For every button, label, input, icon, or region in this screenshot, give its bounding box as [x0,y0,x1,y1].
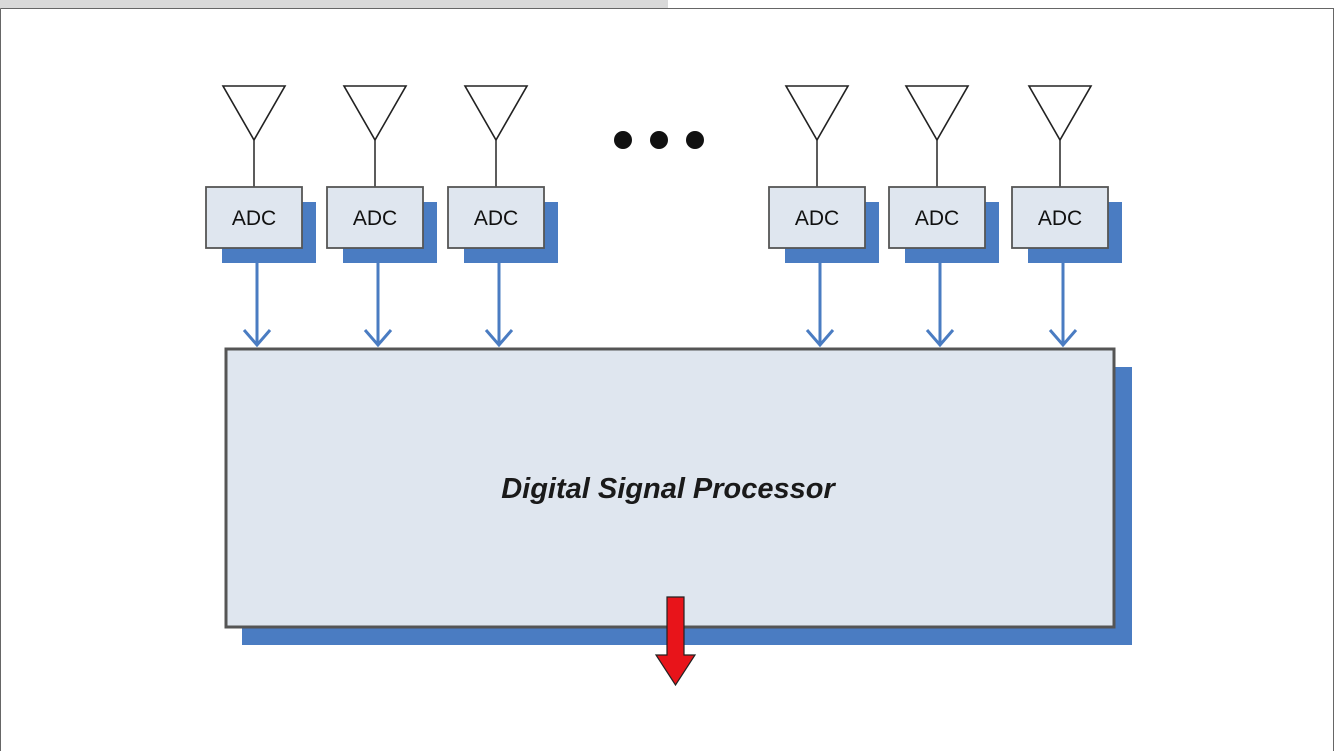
signal-arrow-head [805,329,835,348]
channel: ADC [447,85,558,348]
antenna-icon [784,85,850,142]
ellipsis-dot [650,131,668,149]
channel: ADC [768,85,879,348]
antenna-icon [463,85,529,142]
antenna-icon [904,85,970,142]
output-arrow [654,596,697,687]
adc-label: ADC [474,207,518,230]
adc-box [1011,186,1109,249]
channel: ADC [326,85,437,348]
ellipsis [614,131,704,149]
dsp-label: Digital Signal Processor [501,473,836,505]
channel: ADC [1011,85,1122,348]
top-tab [0,0,668,9]
adc-box [326,186,424,249]
adc-box [447,186,545,249]
signal-arrow-head [925,329,955,348]
signal-arrow-head [242,329,272,348]
adc-box [888,186,986,249]
signal-arrow-head [363,329,393,348]
signal-arrow-head [484,329,514,348]
channels: ADC ADC ADC ADC ADC ADC [205,85,1122,348]
dsp-block: Digital Signal Processor [224,347,1132,645]
antenna-icon [342,85,408,142]
adc-label: ADC [1038,207,1082,230]
adc-label: ADC [232,207,276,230]
ellipsis-dot [686,131,704,149]
channel: ADC [205,85,316,348]
antenna-icon [1027,85,1093,142]
dsp-box [224,347,1116,629]
signal-arrow-head [1048,329,1078,348]
adc-label: ADC [353,207,397,230]
antenna-icon [221,85,287,142]
ellipsis-dot [614,131,632,149]
adc-box [205,186,303,249]
adc-label: ADC [915,207,959,230]
adc-label: ADC [795,207,839,230]
adc-box [768,186,866,249]
channel: ADC [888,85,999,348]
